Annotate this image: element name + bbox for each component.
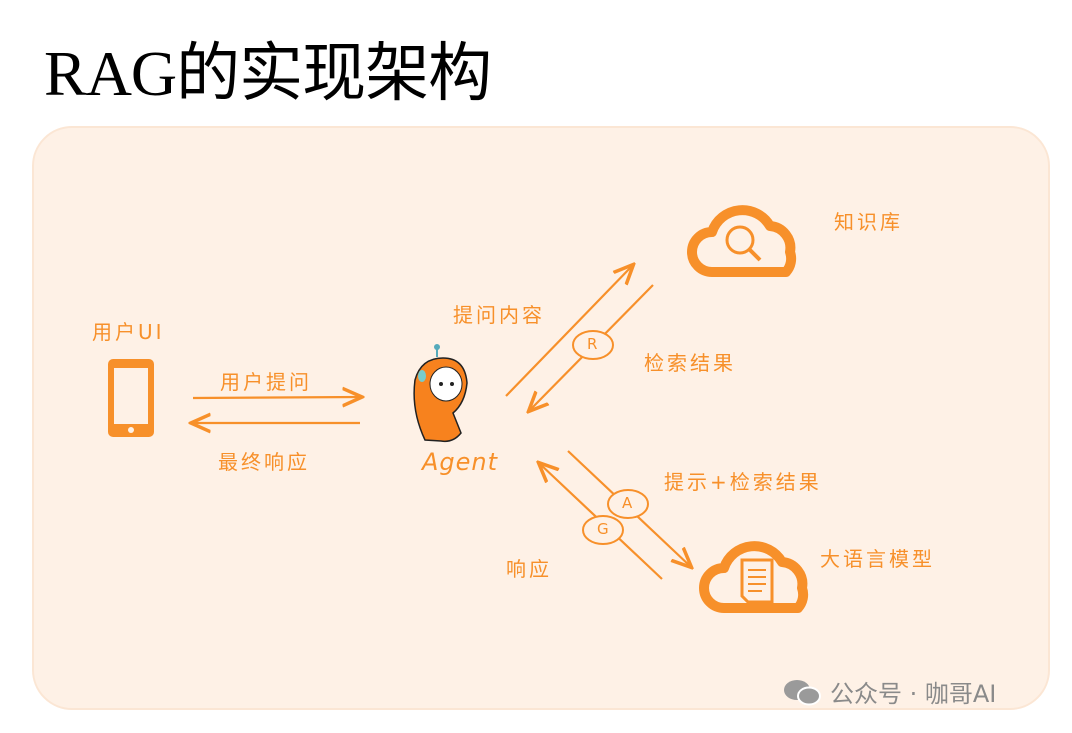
label-agent: Agent [422,448,499,476]
label-final: 最终响应 [218,450,310,474]
agent-mascot [413,344,468,443]
page-title: RAG的实现架构 [44,38,492,109]
label-query: 提问内容 [453,303,545,327]
badge-a-text: A [622,494,633,512]
badge-a [607,489,649,519]
badge-g [582,515,624,545]
badge-r-text: R [587,335,598,353]
badge-r [572,330,614,360]
cloud-search-icon [687,205,797,277]
label-ask: 用户提问 [220,370,312,394]
label-results: 检索结果 [644,351,736,375]
watermark: 公众号 · 咖哥AI [782,674,996,709]
label-kb: 知识库 [834,210,903,234]
label-user-ui: 用户UI [92,320,165,344]
phone-icon [108,359,154,437]
arrow-query [505,266,632,397]
cloud-document-icon [699,541,809,613]
badge-g-text: G [597,520,609,538]
wechat-icon [784,679,821,705]
label-response: 响应 [506,557,552,581]
watermark-text: 公众号 · 咖哥AI [830,680,997,708]
label-llm: 大语言模型 [820,547,935,571]
label-prompt: 提示+检索结果 [664,470,822,494]
arrow-ask [192,397,360,398]
